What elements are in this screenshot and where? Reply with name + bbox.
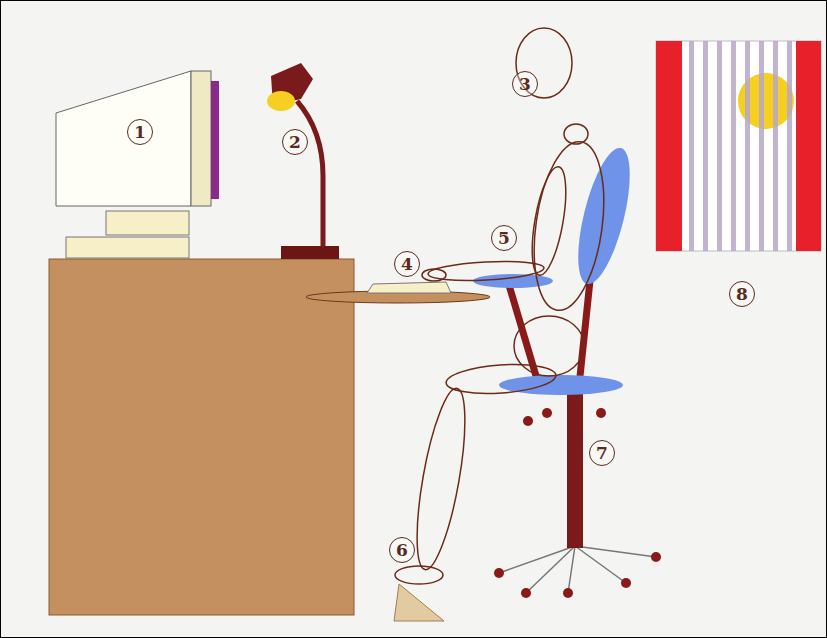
desk: [49, 259, 354, 615]
curtain: [796, 41, 821, 251]
armrest-support: [509, 285, 539, 386]
monitor: [56, 71, 219, 258]
monitor-back: [211, 81, 219, 199]
neck: [564, 124, 588, 144]
upper-arm: [526, 164, 573, 277]
keyboard: [367, 282, 451, 293]
blind-slats: [689, 41, 792, 251]
window: [656, 41, 821, 251]
curtain: [656, 41, 682, 251]
callout-number: 7: [589, 440, 615, 466]
monitor-base: [66, 237, 189, 258]
foot: [395, 566, 443, 584]
armrest: [473, 274, 553, 288]
shin: [407, 385, 474, 572]
callout-number: 6: [389, 537, 415, 563]
chair-post: [567, 391, 583, 548]
window-pane: [656, 41, 821, 251]
callout-number: 5: [491, 225, 517, 251]
monitor-side: [191, 71, 211, 206]
callout-number: 4: [394, 251, 420, 277]
back-support: [579, 271, 591, 386]
thigh: [445, 361, 557, 397]
callout-number: 1: [127, 119, 153, 145]
torso: [524, 137, 613, 315]
lamp-base: [281, 246, 339, 259]
forearm: [428, 259, 545, 283]
callout-number: 3: [512, 71, 538, 97]
footrest: [394, 584, 444, 621]
callout-number: 2: [282, 129, 308, 155]
office-chair: [473, 143, 661, 598]
desk-lamp: [267, 63, 339, 259]
callout-number: 8: [729, 281, 755, 307]
screen: [56, 71, 191, 206]
lamp-arm: [297, 101, 323, 247]
pelvis: [514, 316, 584, 376]
seated-figure: [395, 28, 614, 584]
monitor-stand: [106, 211, 189, 235]
lamp-bulb: [267, 91, 295, 111]
chair-base: [499, 546, 656, 593]
hand: [422, 269, 446, 281]
